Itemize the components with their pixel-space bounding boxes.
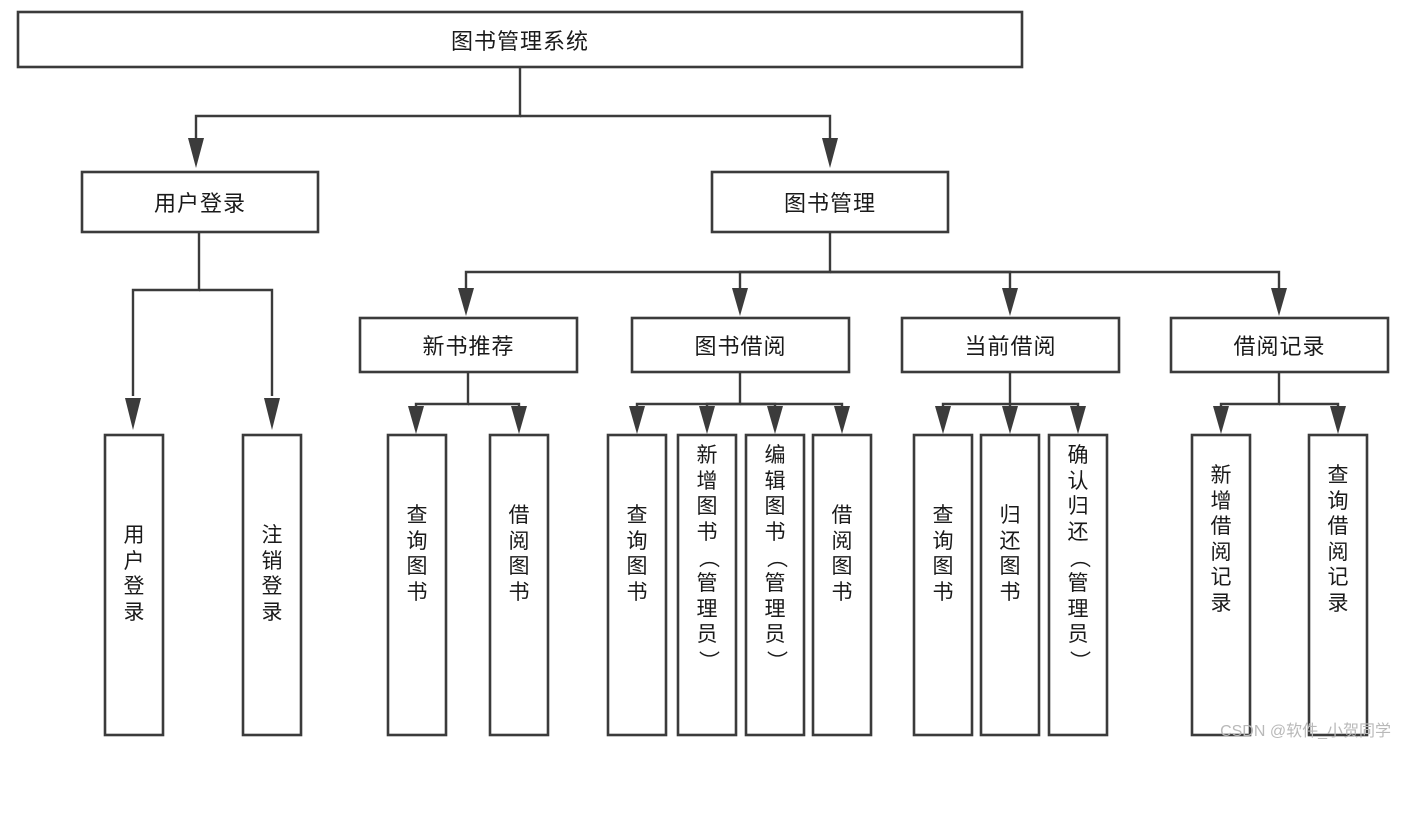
node-borrow-record-box[interactable]	[1169, 316, 1390, 374]
node-leaf-box[interactable]	[1307, 433, 1369, 737]
arrow-head-icon	[935, 406, 951, 434]
arrow-head-icon	[1002, 406, 1018, 434]
arrow-head-icon	[511, 406, 527, 434]
node-leaf-box[interactable]	[386, 433, 448, 737]
node-user-login-box[interactable]	[80, 170, 320, 234]
functional-structure-diagram: 图书管理系统 用户登录 图书管理 新书推荐 图书借阅 当前借阅 借阅记录 用户登…	[16, 10, 1391, 740]
arrow-head-icon	[822, 138, 838, 168]
connector-newbook-to-leaves	[408, 372, 527, 434]
node-leaf-box[interactable]	[606, 433, 668, 737]
arrow-head-icon	[834, 406, 850, 434]
node-leaf-box[interactable]	[488, 433, 550, 737]
node-leaf-box[interactable]	[241, 433, 303, 737]
arrow-head-icon	[264, 398, 280, 430]
node-leaf-box[interactable]	[1190, 433, 1252, 737]
node-leaf-box[interactable]	[979, 433, 1041, 737]
arrow-head-icon	[458, 288, 474, 316]
arrow-head-icon	[1271, 288, 1287, 316]
connector-currentborrow-to-leaves	[935, 372, 1086, 434]
connector-bookborrow-to-leaves	[629, 372, 850, 434]
connector-root-to-level2	[188, 67, 838, 168]
node-leaf-box[interactable]	[744, 433, 806, 737]
arrow-head-icon	[1002, 288, 1018, 316]
arrow-head-icon	[188, 138, 204, 168]
arrow-head-icon	[1070, 406, 1086, 434]
arrow-head-icon	[1330, 406, 1346, 434]
connector-userlogin-to-leaves	[125, 232, 280, 430]
node-leaf-box[interactable]	[912, 433, 974, 737]
diagram-canvas	[16, 10, 1390, 737]
node-leaf-box[interactable]	[811, 433, 873, 737]
node-book-management-box[interactable]	[710, 170, 950, 234]
arrow-head-icon	[699, 406, 715, 434]
arrow-head-icon	[125, 398, 141, 430]
arrow-head-icon	[629, 406, 645, 434]
connector-borrowrecord-to-leaves	[1213, 372, 1346, 434]
node-leaf-box[interactable]	[1047, 433, 1109, 737]
node-leaf-box[interactable]	[103, 433, 165, 737]
node-new-book-recommend-box[interactable]	[358, 316, 579, 374]
arrow-head-icon	[1213, 406, 1229, 434]
connector-bookmgmt-to-level3	[458, 232, 1287, 316]
arrow-head-icon	[408, 406, 424, 434]
arrow-head-icon	[732, 288, 748, 316]
node-book-borrow-box[interactable]	[630, 316, 851, 374]
arrow-head-icon	[767, 406, 783, 434]
node-current-borrow-box[interactable]	[900, 316, 1121, 374]
node-root-box[interactable]	[16, 10, 1024, 69]
node-leaf-box[interactable]	[676, 433, 738, 737]
